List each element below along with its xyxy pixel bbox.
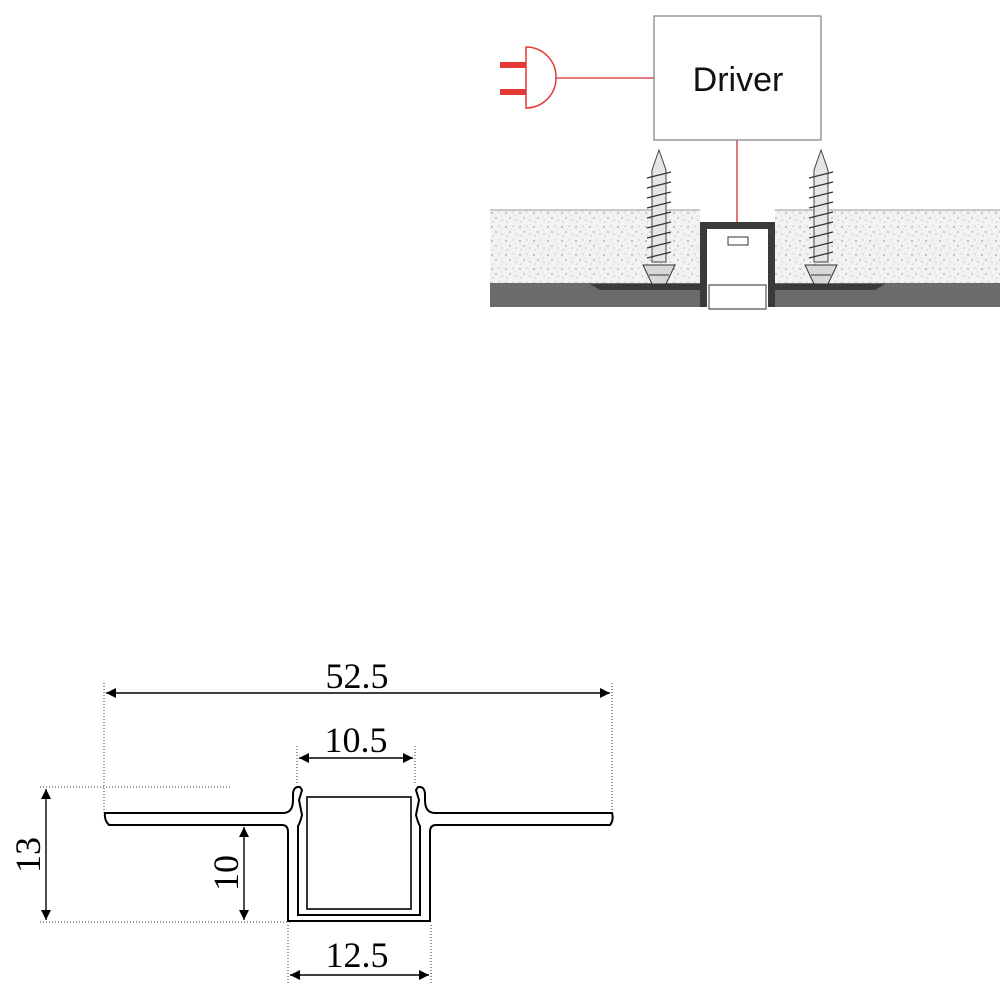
led-strip (727, 236, 749, 246)
dim-overall-width: 52.5 (326, 656, 389, 696)
dim-channel-depth: 10 (206, 855, 246, 891)
profile-cross-section: 52.5 10.5 12.5 13 10 (8, 656, 614, 985)
profile-outline (103, 785, 614, 922)
driver-box: Driver (653, 15, 822, 141)
plug-icon (500, 46, 557, 109)
profile-flange-left (590, 284, 700, 290)
profile-inner-channel (306, 796, 412, 910)
installed-profile (700, 222, 775, 310)
driver-label: Driver (693, 61, 784, 99)
dim-outer-channel-width: 12.5 (326, 935, 389, 975)
dimension-lines (41, 688, 610, 980)
dim-inner-width: 10.5 (325, 720, 388, 760)
diffuser-cover (708, 284, 767, 310)
dim-total-height: 13 (8, 837, 48, 873)
screw-right-icon (804, 148, 838, 285)
extension-lines (40, 683, 613, 985)
installation-illustration: Driver (490, 15, 1000, 310)
screw-left-icon (642, 148, 676, 285)
profile-flange-right (775, 284, 885, 290)
